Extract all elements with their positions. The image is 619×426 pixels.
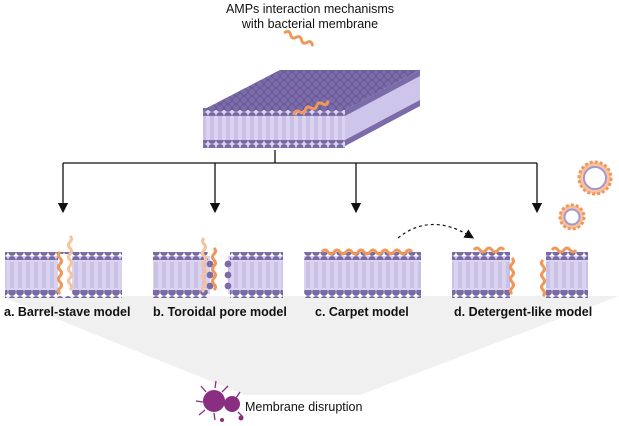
label-barrel-stave: a. Barrel-stave model [4, 305, 131, 319]
peptide-helix-icon [283, 30, 314, 47]
panel-detergent [452, 246, 588, 298]
membrane-slab-icon [203, 70, 420, 148]
tree-connectors [57, 150, 543, 214]
diagram-title: AMPs interaction mechanisms with bacteri… [210, 2, 410, 32]
label-carpet: c. Carpet model [315, 305, 409, 319]
label-membrane-disruption: Membrane disruption [245, 400, 363, 414]
label-detergent-like: d. Detergent-like model [454, 305, 593, 319]
title-line-2: with bacterial membrane [241, 17, 379, 31]
micelle-icon [558, 160, 613, 231]
title-line-1: AMPs interaction mechanisms [225, 2, 395, 16]
transition-arrow [397, 223, 475, 239]
panel-carpet [304, 248, 421, 298]
bacterium-icon [195, 380, 244, 422]
panel-barrel-stave [5, 234, 122, 298]
label-toroidal-pore: b. Toroidal pore model [153, 305, 287, 319]
funnel-shadow [0, 296, 619, 395]
panel-toroidal-pore [153, 236, 283, 298]
